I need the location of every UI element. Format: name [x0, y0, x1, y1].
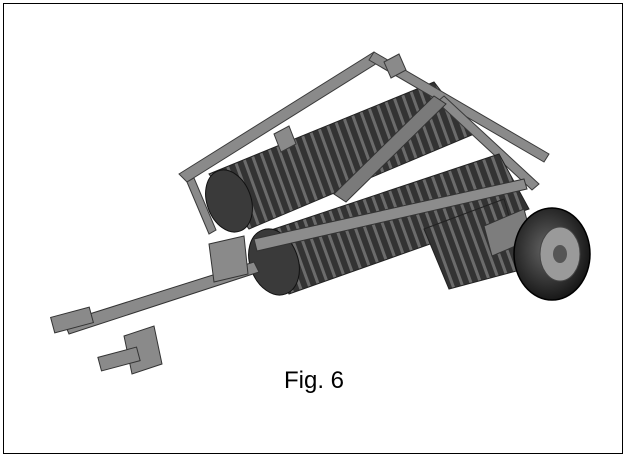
figure-frame — [3, 3, 623, 454]
hitch-tongue — [49, 235, 260, 375]
implement-illustration — [49, 51, 591, 375]
rear-roller — [205, 81, 475, 233]
main-frame — [178, 51, 550, 235]
figure-caption: Fig. 6 — [283, 367, 345, 394]
front-bar — [253, 178, 528, 252]
transport-wheel — [483, 207, 591, 301]
center-beam — [333, 95, 447, 203]
